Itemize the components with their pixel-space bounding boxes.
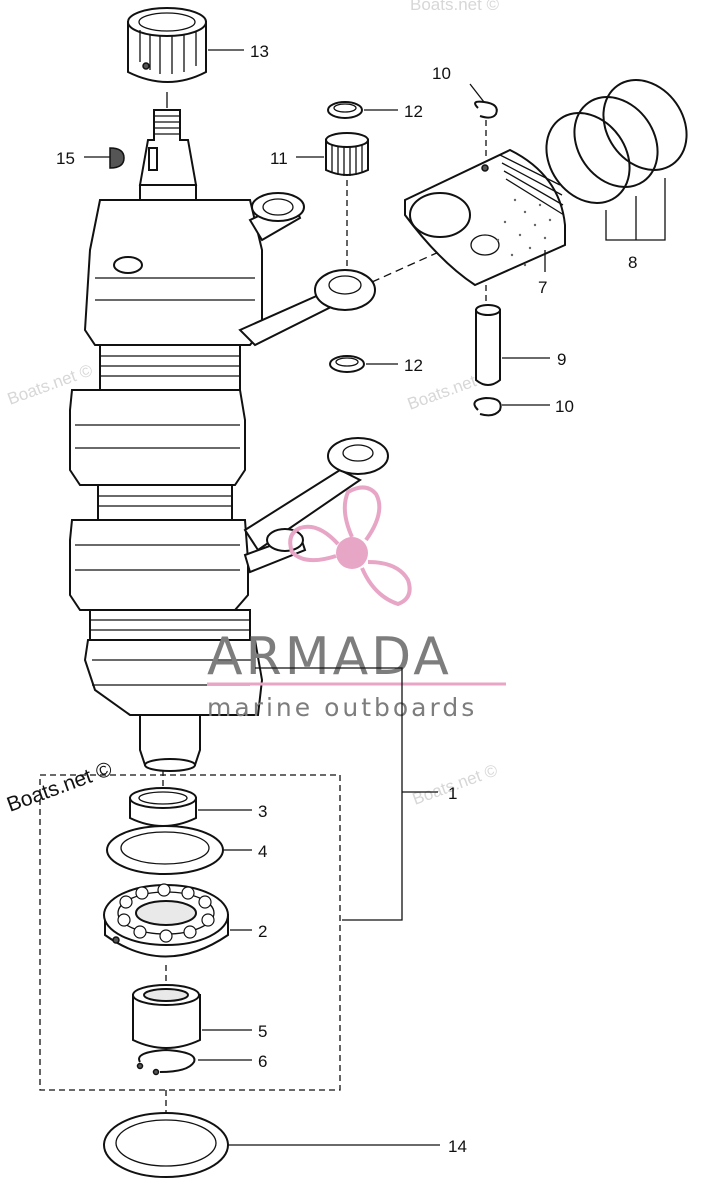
sleeve bbox=[129, 787, 197, 827]
callout-2: 2 bbox=[258, 922, 267, 941]
small-end-needle-bearing bbox=[325, 132, 369, 176]
callout-7: 7 bbox=[538, 278, 547, 297]
flat-washer bbox=[106, 825, 224, 875]
callout-10-lower: 10 bbox=[555, 397, 574, 416]
callout-9: 9 bbox=[557, 350, 566, 369]
callout-10-upper: 10 bbox=[432, 64, 451, 83]
circlip-upper bbox=[474, 100, 498, 119]
snap-ring bbox=[136, 1048, 196, 1076]
piston bbox=[404, 148, 566, 287]
callout-11: 11 bbox=[270, 149, 288, 168]
thrust-washer-lower bbox=[329, 355, 365, 373]
callout-12-lower: 12 bbox=[404, 356, 423, 375]
leader-10-upper bbox=[469, 83, 485, 103]
bracket-8 bbox=[605, 178, 666, 241]
lower-needle-bearing bbox=[132, 984, 201, 1049]
crankshaft bbox=[69, 199, 264, 772]
watermark-top: Boats.net © bbox=[410, 0, 500, 14]
callout-3: 3 bbox=[258, 802, 267, 821]
callout-8: 8 bbox=[628, 253, 637, 272]
callout-4: 4 bbox=[258, 842, 267, 861]
woodruff-key bbox=[109, 147, 125, 169]
watermark-dark: Boats.net © bbox=[4, 757, 116, 816]
logo-tagline: marine outboards bbox=[207, 693, 477, 722]
callout-15: 15 bbox=[56, 149, 75, 168]
callout-5: 5 bbox=[258, 1022, 267, 1041]
seal-ring bbox=[103, 1112, 229, 1178]
callout-13: 13 bbox=[250, 42, 269, 61]
bracket-1 bbox=[255, 667, 438, 921]
callout-6: 6 bbox=[258, 1052, 267, 1071]
callout-1: 1 bbox=[448, 784, 457, 803]
kit-box bbox=[39, 774, 341, 1091]
circlip-lower bbox=[473, 396, 502, 417]
callout-14: 14 bbox=[448, 1137, 467, 1156]
upper-connecting-rod bbox=[238, 192, 376, 347]
piston-pin bbox=[475, 304, 501, 386]
propeller-icon bbox=[288, 485, 412, 607]
ball-bearing bbox=[103, 883, 229, 958]
callout-12-upper: 12 bbox=[404, 102, 423, 121]
piston-rings bbox=[545, 79, 688, 204]
top-needle-bearing bbox=[127, 7, 207, 83]
pin-axis bbox=[371, 237, 471, 283]
thrust-washer-upper bbox=[327, 101, 363, 119]
armada-logo: ARMADA marine outboards bbox=[207, 485, 506, 722]
logo-brand-text: ARMADA bbox=[207, 627, 452, 687]
